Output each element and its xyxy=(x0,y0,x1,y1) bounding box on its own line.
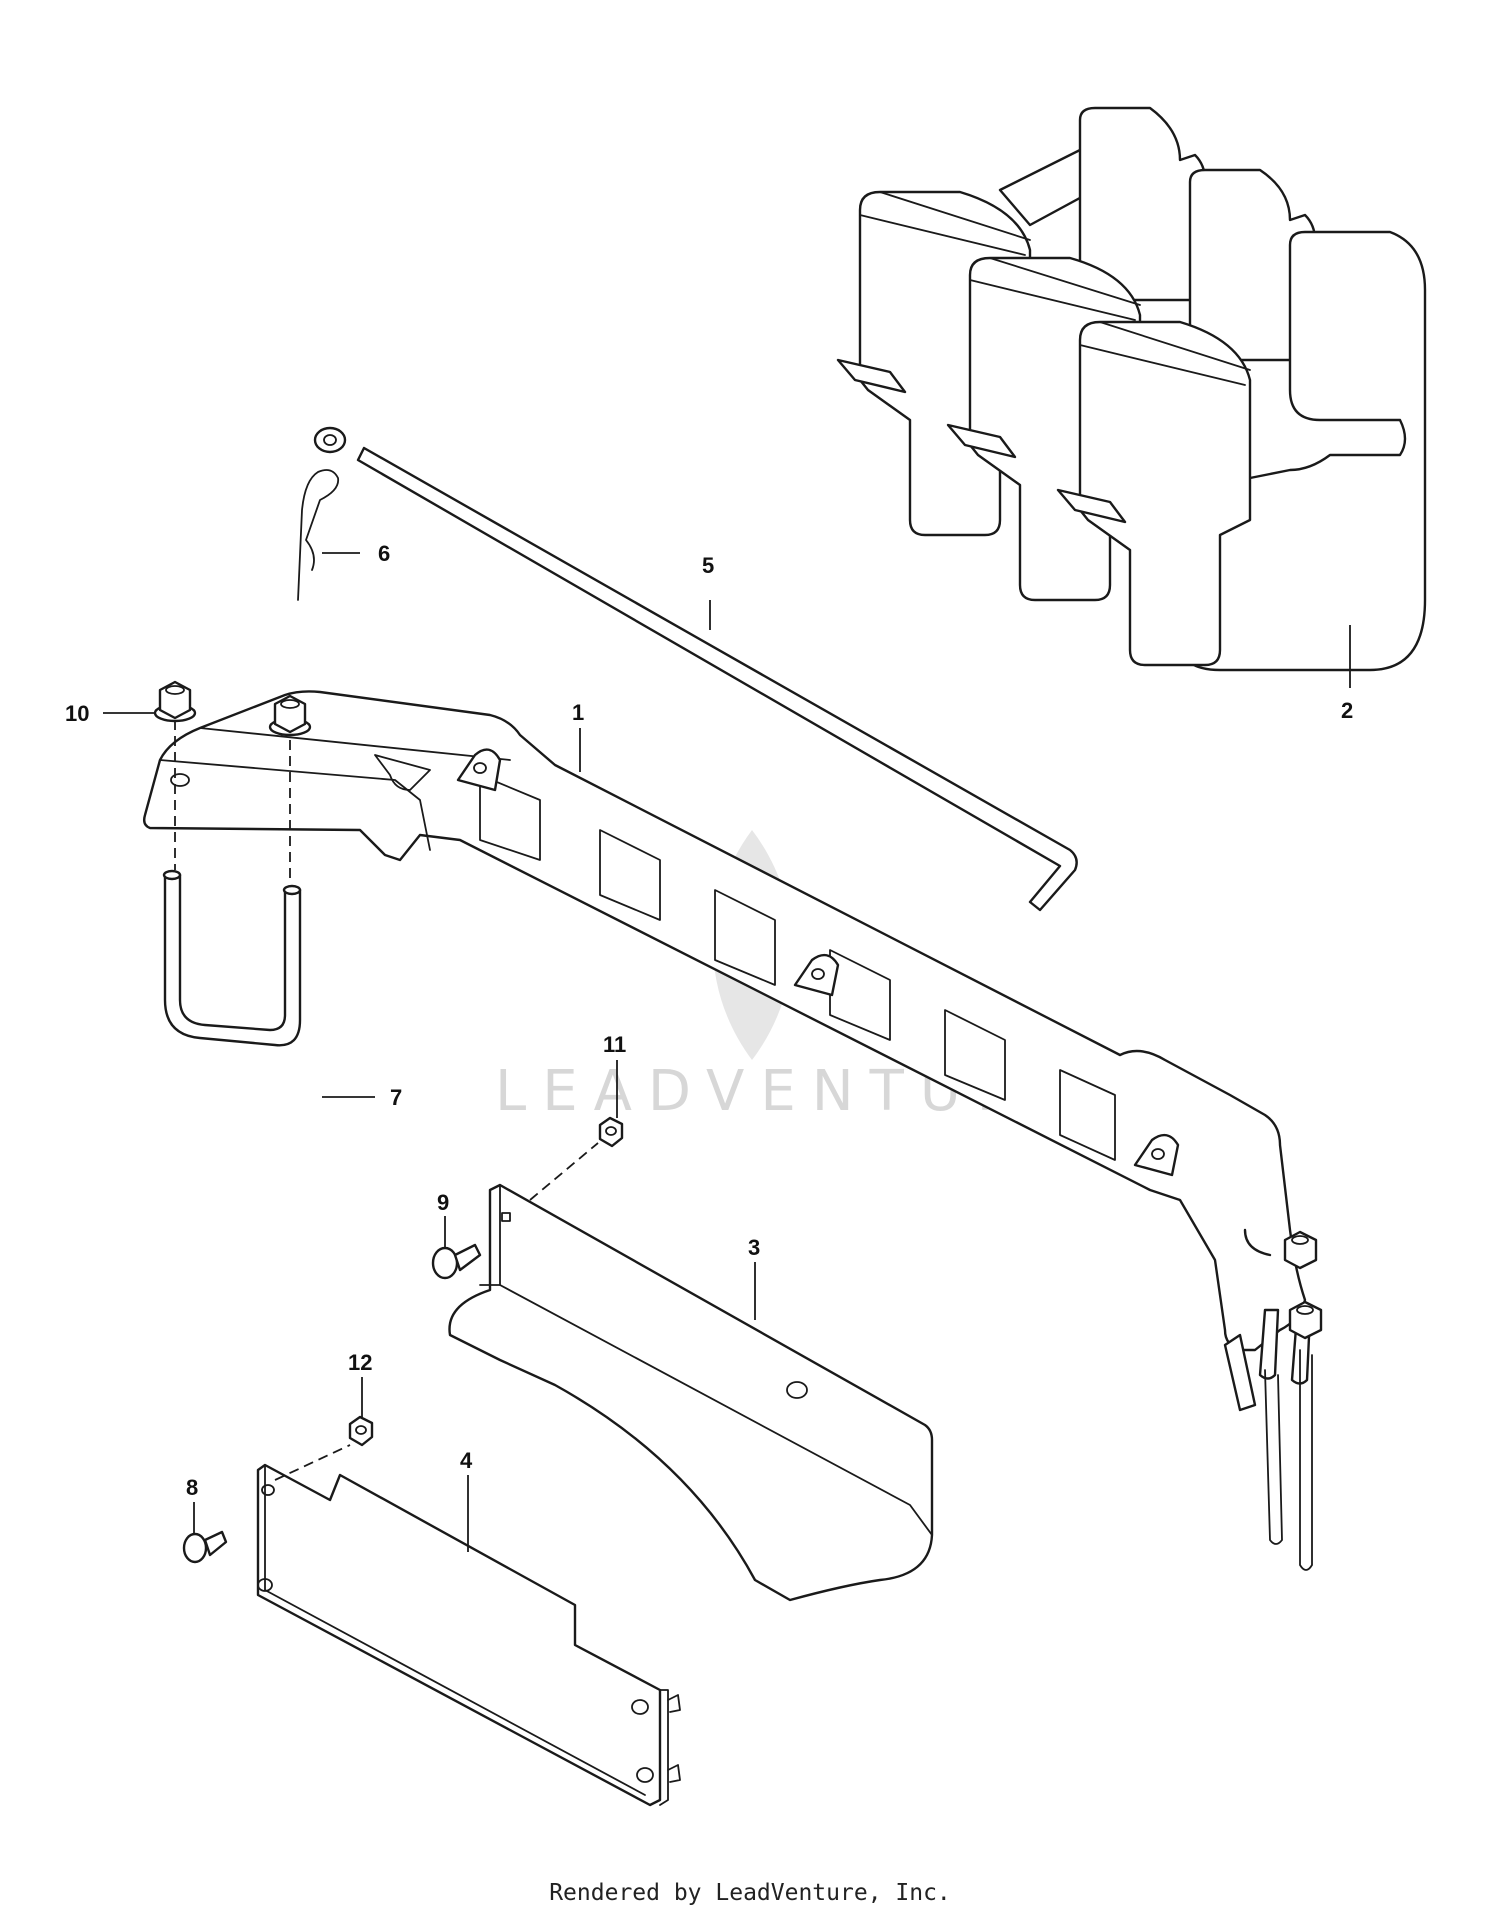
footer-credit: Rendered by LeadVenture, Inc. xyxy=(549,1880,951,1906)
part-2-weights[interactable] xyxy=(836,106,1427,672)
alignment-line-9-11 xyxy=(529,1142,599,1201)
bracket-end-bolts xyxy=(1223,1228,1323,1571)
callout-8[interactable]: 8 xyxy=(186,1475,198,1500)
callout-10[interactable]: 10 xyxy=(65,701,89,726)
part-12-nut[interactable] xyxy=(348,1415,374,1447)
alignment-line-8-12 xyxy=(274,1444,351,1481)
part-7-u-bolt[interactable] xyxy=(162,869,302,1047)
leader-lines xyxy=(103,552,1351,1552)
part-8-carriage-bolt[interactable] xyxy=(182,1530,228,1564)
part-4-guard-plate[interactable] xyxy=(256,1463,681,1807)
washer[interactable] xyxy=(313,426,347,454)
part-6-hair-pin[interactable] xyxy=(297,469,340,601)
callout-3[interactable]: 3 xyxy=(748,1235,760,1260)
callout-5[interactable]: 5 xyxy=(702,553,714,578)
part-3-side-plate[interactable] xyxy=(448,1183,934,1602)
callout-11[interactable]: 11 xyxy=(603,1032,626,1057)
callout-4[interactable]: 4 xyxy=(460,1448,473,1473)
callout-9[interactable]: 9 xyxy=(437,1190,449,1215)
callout-7[interactable]: 7 xyxy=(390,1085,402,1110)
callout-1[interactable]: 1 xyxy=(572,700,584,725)
callout-12[interactable]: 12 xyxy=(348,1350,372,1375)
callout-2[interactable]: 2 xyxy=(1341,698,1353,723)
weight-plate-3 xyxy=(1056,230,1427,672)
part-11-nut[interactable] xyxy=(598,1116,624,1148)
callout-numbers: 1 2 3 4 5 6 7 8 9 10 11 12 xyxy=(65,541,1353,1500)
part-1-bracket[interactable] xyxy=(142,690,1323,1571)
callout-6[interactable]: 6 xyxy=(378,541,390,566)
part-9-carriage-bolt[interactable] xyxy=(431,1243,482,1280)
part-5-rod[interactable] xyxy=(356,446,1078,912)
